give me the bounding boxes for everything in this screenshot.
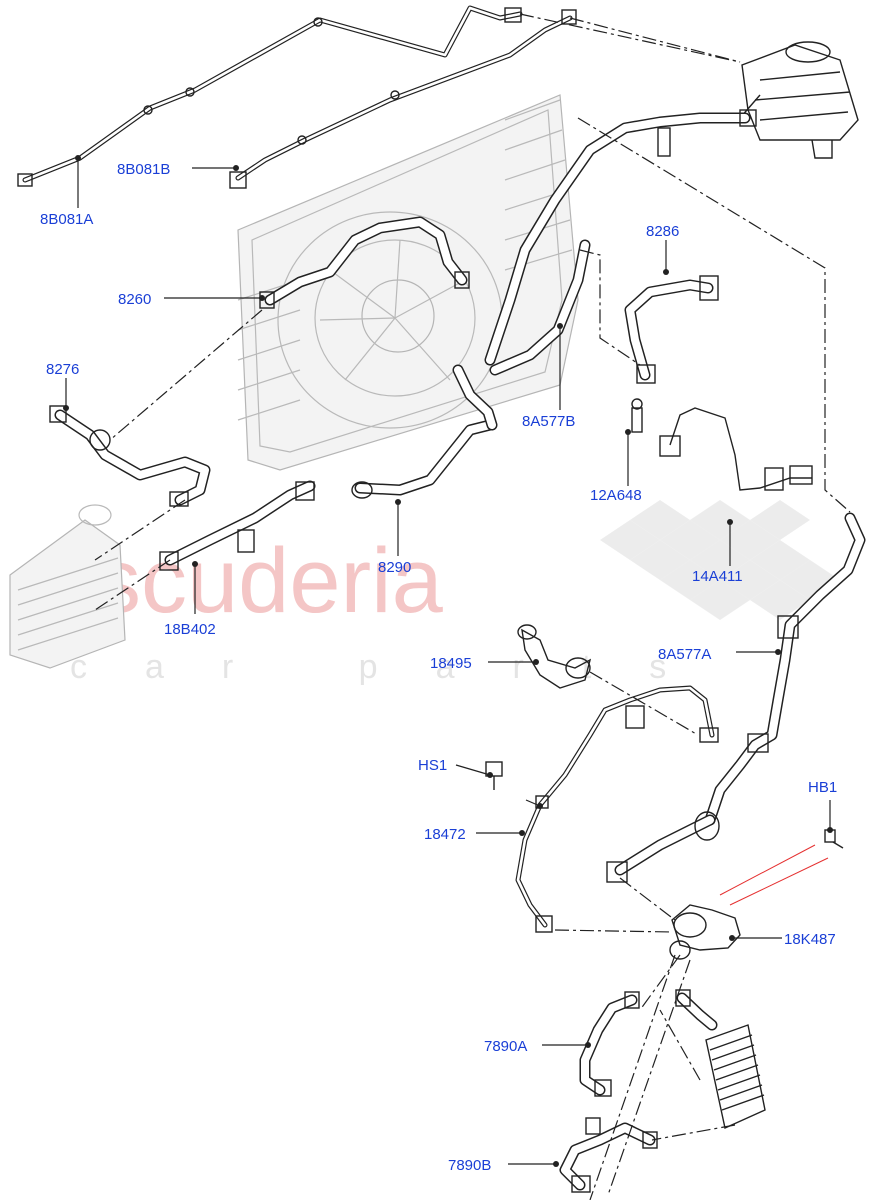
callout-18495[interactable]: 18495	[430, 655, 472, 672]
callout-18472[interactable]: 18472	[424, 826, 466, 843]
oil-cooler-hose-7890B[interactable]	[559, 1117, 658, 1193]
callout-7890B[interactable]: 7890B	[448, 1157, 491, 1174]
watermark-brand: scuderia	[95, 530, 444, 632]
callout-8B081A[interactable]: 8B081A	[40, 211, 93, 228]
temperature-sensor-12A648[interactable]	[631, 398, 643, 433]
bolt-HB1[interactable]	[824, 829, 844, 849]
coolant-expansion-tank[interactable]	[739, 41, 859, 159]
hb1-reference-line	[719, 844, 816, 896]
expansion-tank-cap[interactable]	[785, 41, 831, 63]
callout-labels: 8B081A 8B081B 8260 8276 8286 8A577B 12A6…	[40, 161, 837, 1174]
callout-8A577B[interactable]: 8A577B	[522, 413, 575, 430]
wiring-harness-14A411[interactable]	[659, 407, 813, 491]
callout-18B402[interactable]: 18B402	[164, 621, 216, 638]
callout-HB1[interactable]: HB1	[808, 779, 837, 796]
callout-12A648[interactable]: 12A648	[590, 487, 642, 504]
bleed-pipe-8B081B[interactable]	[229, 9, 577, 189]
bleed-pipe-8B081A[interactable]	[17, 5, 523, 187]
coolant-hose-8A577A[interactable]	[606, 512, 866, 883]
callout-8260[interactable]: 8260	[118, 291, 151, 308]
callout-14A411[interactable]: 14A411	[692, 568, 743, 585]
coolant-hose-18472[interactable]	[515, 685, 719, 933]
callout-8A577A[interactable]: 8A577A	[658, 646, 711, 663]
coolant-hose-8A577B[interactable]	[484, 109, 757, 376]
bolt-HS1[interactable]	[485, 761, 503, 790]
watermark: scuderia car parts	[70, 500, 840, 686]
coolant-hose-8290[interactable]	[351, 364, 498, 499]
callout-7890A[interactable]: 7890A	[484, 1038, 527, 1055]
coolant-hose-18B402[interactable]	[159, 480, 316, 571]
oil-cooler-hose-7890A[interactable]	[579, 989, 718, 1097]
callout-8276[interactable]: 8276	[46, 361, 79, 378]
coolant-hose-8276[interactable]	[49, 405, 211, 507]
callout-8290[interactable]: 8290	[378, 559, 411, 576]
radiator-hose-8260[interactable]	[259, 216, 470, 309]
leader-lines	[63, 155, 833, 1167]
watermark-tagline: car parts	[70, 648, 724, 686]
transmission-oil-cooler[interactable]	[705, 1024, 766, 1129]
coolant-valve-18K487[interactable]	[669, 904, 741, 960]
callout-8286[interactable]: 8286	[646, 223, 679, 240]
charge-air-cooler	[9, 504, 126, 669]
radiator-fan-assembly	[237, 94, 579, 471]
hb1-reference-line-2	[729, 857, 829, 906]
callout-8B081B[interactable]: 8B081B	[117, 161, 170, 178]
checkered-flag-watermark	[600, 500, 840, 620]
connection-dashed-lines	[94, 13, 851, 1200]
callout-HS1[interactable]: HS1	[418, 757, 447, 774]
coolant-hose-8286[interactable]	[624, 275, 719, 384]
callout-18K487[interactable]: 18K487	[784, 931, 836, 948]
cooling-fan	[314, 239, 476, 397]
